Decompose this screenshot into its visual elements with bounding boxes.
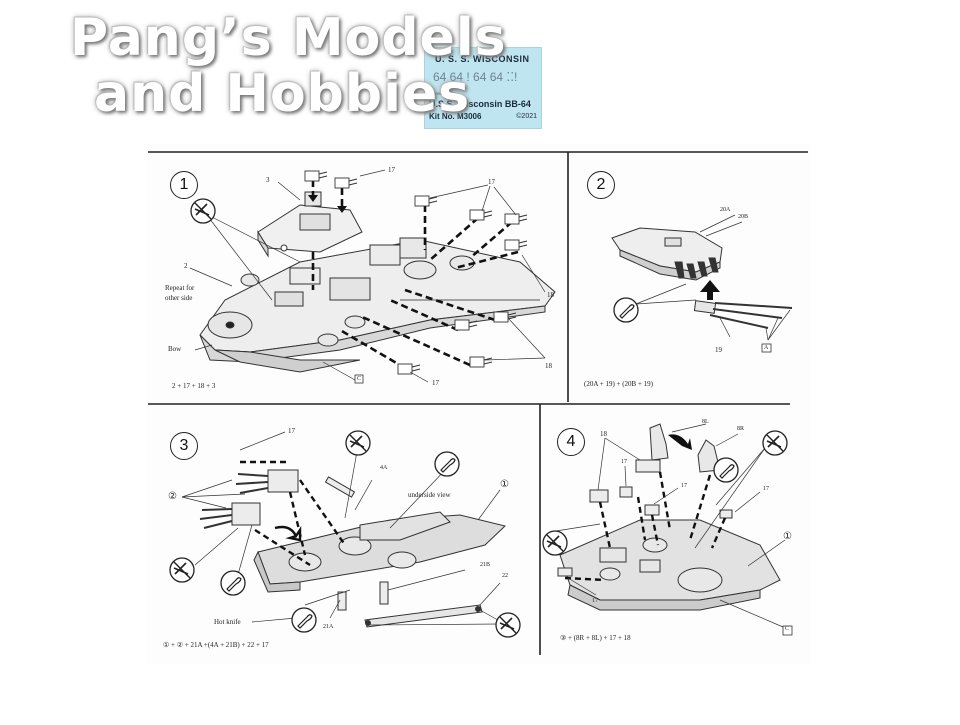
step1-other-side-note: other side [165,294,193,302]
step-4-number: 4 [557,428,585,456]
step1-part-3: 3 [266,176,270,184]
step3-hot-knife: Hot knife [214,618,241,626]
step1-marker-c: C [357,376,362,382]
decal-hull-numbers: 64 64 ! 64 64 ⁚⁚! [433,70,518,84]
step4-part-17-bottom: 17 [592,598,598,604]
step1-bow-label: Bow [168,345,182,353]
step1-hull-drawing [199,237,556,373]
decal-title: U. S. S. WISCONSIN [435,54,530,64]
step3-formula: ① + ② + 21A +(4A + 21B) + 22 + 17 [163,641,269,649]
step4-drawing [557,423,781,611]
step4-part-8l: 8L [702,419,709,425]
step2-marker-a: A [764,345,769,351]
step4-part-17-right: 17 [763,486,769,492]
step1-formula: 2 + 17 + 18 + 3 [172,382,216,390]
step4-part-1: ① [783,531,792,542]
decal-kit-number: Kit No. M3006 [429,112,482,121]
step2-part-20a: 20A [720,207,731,213]
step-1-number: 1 [170,171,198,199]
step3-part-21a: 21A [323,624,334,630]
watermark-line-2: and Hobbies [94,64,471,124]
step3-part-22: 22 [502,573,508,579]
step3-part-1: ① [500,479,509,490]
step1-part-2: 2 [184,262,188,270]
step3-part-4a: 4A [380,465,388,471]
step4-part-17-left: 17 [621,459,627,465]
step2-part-19: 19 [715,346,722,354]
step4-part-8r: 8R [737,426,745,432]
decal-copyright: ©2021 [516,113,537,120]
step3-part-21b: 21B [480,562,491,568]
step4-marker-c: C [785,626,790,632]
step1-part-18-upper: 18 [547,291,554,299]
step3-drawing [199,469,507,628]
step2-turret-drawing [611,227,723,281]
step-2-number: 2 [587,171,615,199]
step1-repeat-note: Repeat for [165,284,195,292]
step2-formula: (20A + 19) + (20B + 19) [584,380,654,388]
step2-part-20b: 20B [738,214,749,220]
step1-part-17-bottom: 17 [432,379,439,387]
step-3-number: 3 [170,432,198,460]
watermark-line-1: Pang’s Models [70,8,507,68]
step3-underside-view: underside view [408,491,451,499]
step1-part-18-lower: 18 [545,362,552,370]
step4-formula: ③ + (8R + 8L) + 17 + 18 [560,634,631,642]
decal-sheet: U. S. S. WISCONSIN 64 64 ! 64 64 ⁚⁚! WIS… [424,47,542,129]
decal-kit-name: U.S.S. Wisconsin BB-64 [429,99,531,109]
watermark-text: Pang’s Models and Hobbies [70,10,507,122]
step1-part-17-right: 17 [488,178,495,186]
step3-part-2: ② [168,491,177,502]
step4-part-18: 18 [600,430,607,438]
step1-part-17-top: 17 [388,166,395,174]
decal-small-text: WISCONSIN [433,91,457,96]
step3-part-17: 17 [288,427,295,435]
step4-part-17-mid: 17 [681,483,687,489]
